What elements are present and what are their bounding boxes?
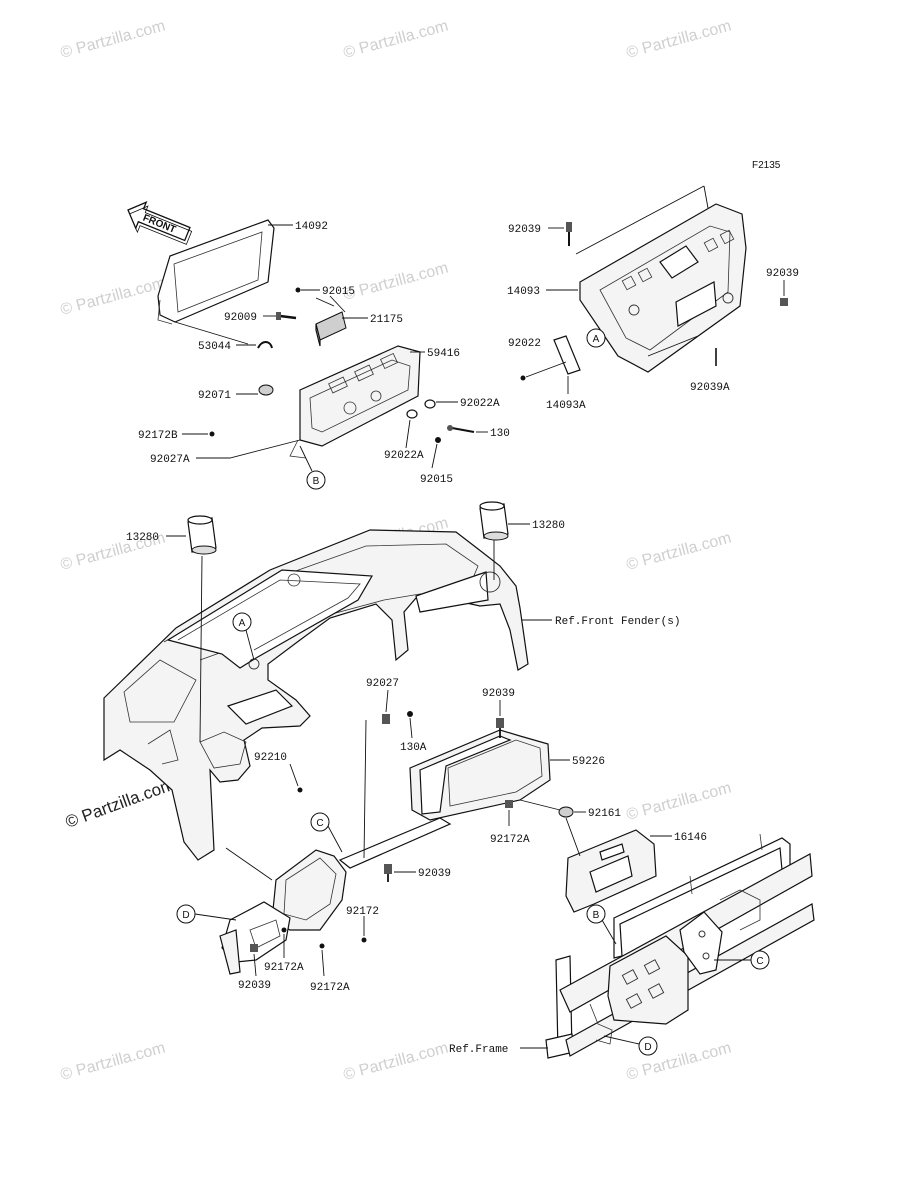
- label-13280-right: 13280: [532, 520, 565, 532]
- label-92039-low: 92039: [418, 868, 451, 880]
- watermark: © Partzilla.com: [625, 18, 734, 62]
- frame-assembly: [545, 833, 815, 1059]
- nut-icon: [407, 711, 413, 717]
- callout-a-label: A: [593, 334, 600, 345]
- label-92039-top-left: 92039: [508, 224, 541, 236]
- label-92172: 92172: [346, 906, 379, 918]
- watermark: © Partzilla.com: [625, 530, 734, 574]
- label-59226: 59226: [572, 756, 605, 768]
- nut-icon: [297, 787, 303, 793]
- cover-16146: [565, 829, 657, 913]
- label-13280-left: 13280: [126, 532, 159, 544]
- label-92009: 92009: [224, 312, 257, 324]
- label-130a: 130A: [400, 742, 427, 754]
- callout-d-label: D: [182, 910, 189, 921]
- relay-21175: [315, 311, 347, 347]
- nut-icon: [209, 431, 215, 437]
- callout-a: [232, 612, 252, 632]
- watermark: © Partzilla.com: [342, 18, 451, 62]
- screw-icon: [276, 312, 297, 320]
- callout-d: [638, 1036, 658, 1056]
- panel-59226: [409, 729, 551, 821]
- label-92039a: 92039A: [690, 382, 730, 394]
- label-92210: 92210: [254, 752, 287, 764]
- watermark: © Partzilla.com: [59, 1040, 168, 1084]
- callout-a-label: A: [239, 618, 246, 629]
- label-92027: 92027: [366, 678, 399, 690]
- clip-icon: [382, 714, 390, 724]
- nut-icon: [435, 437, 441, 443]
- label-92039-bottom: 92039: [238, 980, 271, 992]
- grommet-icon: [258, 384, 274, 396]
- label-21175: 21175: [370, 314, 403, 326]
- screw-icon: [496, 718, 504, 738]
- bolt-icon: [447, 425, 475, 433]
- label-92172b: 92172B: [138, 430, 178, 442]
- front-arrow-icon: FRONT: [127, 201, 193, 245]
- grommet-icon: [558, 806, 574, 818]
- brace-bar: [338, 817, 452, 869]
- meter-cover-14092: [157, 219, 275, 325]
- dashboard-main: [103, 529, 529, 861]
- watermark-main: © Partzilla.com: [63, 775, 177, 832]
- label-92022a-right: 92022A: [460, 398, 500, 410]
- ref-front-fender: Ref.Front Fender(s): [555, 616, 680, 628]
- screw-icon: [505, 800, 513, 808]
- label-92015-top: 92015: [322, 286, 355, 298]
- cup-holder-13280-left: [187, 515, 217, 555]
- screw-icon: [780, 298, 788, 306]
- washer-icon: [406, 409, 418, 419]
- ref-frame: Ref.Frame: [449, 1044, 508, 1056]
- label-14092: 14092: [295, 221, 328, 233]
- callout-b: [586, 904, 606, 924]
- trim-strip-14093a: [553, 335, 581, 375]
- diagram-code: F2135: [752, 160, 781, 171]
- label-92039-top-right: 92039: [766, 268, 799, 280]
- washer-icon: [424, 399, 436, 409]
- watermark: © Partzilla.com: [625, 780, 734, 824]
- label-14093a: 14093A: [546, 400, 586, 412]
- nut-icon: [295, 287, 301, 293]
- clip-icon: [257, 341, 273, 349]
- label-92172a-left: 92172A: [264, 962, 304, 974]
- label-92015-bottom: 92015: [420, 474, 453, 486]
- cup-holder-13280-right: [479, 501, 509, 541]
- watermark: © Partzilla.com: [59, 275, 168, 319]
- screw-icon: [384, 864, 392, 882]
- label-92022a-bottom: 92022A: [384, 450, 424, 462]
- bracket-assembly: [219, 849, 347, 975]
- callout-c: [310, 812, 330, 832]
- label-92039-mid: 92039: [482, 688, 515, 700]
- dash-panel-14093: [579, 203, 747, 373]
- callout-b-label: B: [593, 910, 600, 921]
- label-16146: 16146: [674, 832, 707, 844]
- callout-c-label: C: [316, 818, 323, 829]
- label-92172a-bottom: 92172A: [310, 982, 350, 994]
- screw-icon: [250, 944, 258, 952]
- screw-icon: [566, 222, 572, 246]
- callout-b: [306, 470, 326, 490]
- label-92172a-mid: 92172A: [490, 834, 530, 846]
- meter-unit-59416: [289, 345, 421, 459]
- label-92027a: 92027A: [150, 454, 190, 466]
- nut-icon: [281, 927, 287, 933]
- label-14093: 14093: [507, 286, 540, 298]
- label-92161: 92161: [588, 808, 621, 820]
- callout-d-label: D: [644, 1042, 651, 1053]
- watermark: © Partzilla.com: [59, 18, 168, 62]
- nut-icon: [520, 375, 526, 381]
- callout-a: [586, 328, 606, 348]
- callout-b-label: B: [313, 476, 320, 487]
- watermark: © Partzilla.com: [342, 260, 451, 304]
- label-53044: 53044: [198, 341, 231, 353]
- label-92071: 92071: [198, 390, 231, 402]
- nut-icon: [319, 943, 325, 949]
- callout-c-label: C: [756, 956, 763, 967]
- label-59416: 59416: [427, 348, 460, 360]
- label-130: 130: [490, 428, 510, 440]
- watermark: © Partzilla.com: [342, 1040, 451, 1084]
- label-92022: 92022: [508, 338, 541, 350]
- nut-icon: [361, 937, 367, 943]
